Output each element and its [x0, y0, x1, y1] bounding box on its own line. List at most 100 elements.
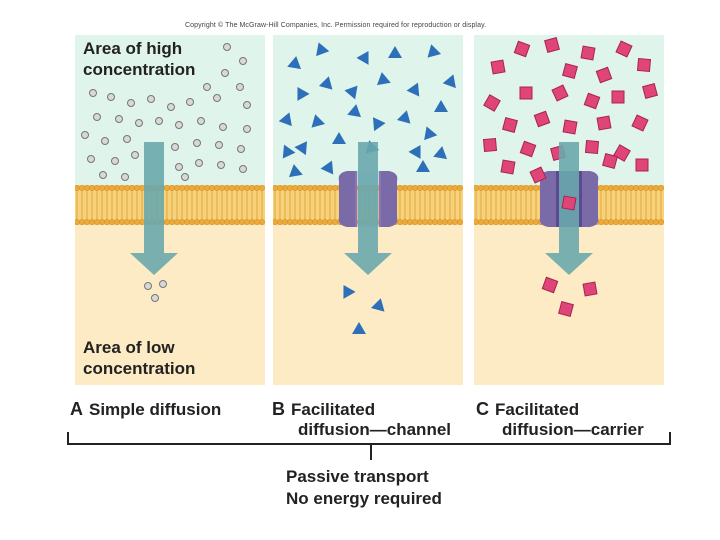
solute-square: [558, 301, 574, 317]
solute-triangle: [320, 160, 334, 175]
solute-triangle: [442, 74, 456, 89]
solute-triangle: [406, 82, 420, 97]
solute-square: [483, 94, 501, 112]
solute-square: [631, 114, 649, 132]
solute-triangle: [434, 100, 448, 112]
solute-square: [541, 276, 559, 294]
solute-circle: [219, 123, 227, 131]
solute-circle: [144, 282, 152, 290]
solute-circle: [81, 131, 89, 139]
solute-square: [490, 59, 506, 75]
solute-square: [519, 86, 533, 100]
solute-circle: [101, 137, 109, 145]
solute-square: [595, 66, 613, 84]
solute-triangle: [347, 104, 362, 118]
solute-circle: [93, 113, 101, 121]
panel-simple-diffusion: [75, 35, 265, 385]
solute-square: [602, 153, 618, 169]
solute-triangle: [356, 50, 369, 65]
solute-triangle: [288, 164, 303, 178]
particles-squares: [482, 37, 658, 317]
solute-circle: [203, 83, 211, 91]
solute-square: [596, 115, 612, 131]
solute-square: [642, 83, 658, 99]
caption-b-line2: diffusion—channel: [298, 420, 451, 439]
solute-circle: [243, 125, 251, 133]
solute-circle: [155, 117, 163, 125]
solute-triangle: [376, 72, 391, 86]
solute-triangle: [352, 322, 366, 334]
solute-circle: [121, 173, 129, 181]
solute-triangle: [332, 132, 346, 144]
passive-transport-summary: Passive transport No energy required: [286, 466, 442, 510]
solute-triangle: [343, 284, 356, 299]
solute-circle: [239, 165, 247, 173]
solute-triangle: [388, 46, 402, 58]
solute-triangle: [318, 76, 333, 90]
solute-circle: [223, 43, 231, 51]
solute-triangle: [278, 112, 292, 127]
solute-triangle: [433, 146, 448, 160]
solute-triangle: [427, 44, 442, 58]
solute-square: [502, 117, 518, 133]
solute-triangle: [297, 86, 310, 101]
solute-circle: [217, 161, 225, 169]
solute-square: [562, 63, 578, 79]
solute-circle: [175, 163, 183, 171]
particles-circles: [81, 43, 251, 302]
solute-circle: [215, 141, 223, 149]
caption-c-line2: diffusion—carrier: [502, 420, 644, 439]
solute-square: [533, 110, 551, 128]
solute-circle: [167, 103, 175, 111]
summary-line-2: No energy required: [286, 489, 442, 508]
solute-circle: [99, 171, 107, 179]
solute-triangle: [424, 126, 438, 141]
solute-square: [582, 281, 598, 297]
solute-circle: [221, 69, 229, 77]
solute-square: [611, 90, 625, 104]
solute-circle: [181, 173, 189, 181]
solute-circle: [107, 93, 115, 101]
solute-circle: [186, 98, 194, 106]
solute-triangle: [316, 42, 330, 57]
solute-circle: [115, 115, 123, 123]
solute-circle: [87, 155, 95, 163]
solute-circle: [135, 119, 143, 127]
solute-circle: [213, 94, 221, 102]
solute-square: [544, 37, 560, 53]
solute-circle: [193, 139, 201, 147]
solute-square: [551, 84, 569, 102]
solute-square: [519, 140, 537, 158]
solute-circle: [111, 157, 119, 165]
solute-circle: [151, 294, 159, 302]
diffusion-arrow: [130, 142, 178, 275]
carrier-bound-square: [561, 195, 577, 211]
solute-circle: [171, 143, 179, 151]
solute-circle: [127, 99, 135, 107]
solute-square: [482, 137, 498, 153]
solute-triangle: [344, 85, 358, 100]
solute-circle: [239, 57, 247, 65]
solute-triangle: [372, 117, 386, 132]
panel-facilitated-channel: [273, 35, 463, 385]
solute-square: [584, 139, 600, 155]
membrane-bilayer: [75, 185, 265, 225]
solute-circle: [236, 83, 244, 91]
summary-line-1: Passive transport: [286, 467, 429, 486]
grouping-bracket: [67, 432, 671, 460]
panel-facilitated-carrier: [474, 35, 664, 385]
high-concentration-label: Area of high concentration: [83, 39, 196, 79]
solute-square: [529, 166, 547, 184]
solute-triangle: [294, 141, 308, 156]
solute-circle: [175, 121, 183, 129]
solute-square: [500, 159, 516, 175]
solute-square: [580, 45, 596, 61]
solute-triangle: [416, 160, 430, 172]
solute-triangle: [282, 144, 296, 159]
solute-square: [562, 119, 578, 135]
solute-square: [613, 144, 631, 162]
solute-circle: [197, 117, 205, 125]
